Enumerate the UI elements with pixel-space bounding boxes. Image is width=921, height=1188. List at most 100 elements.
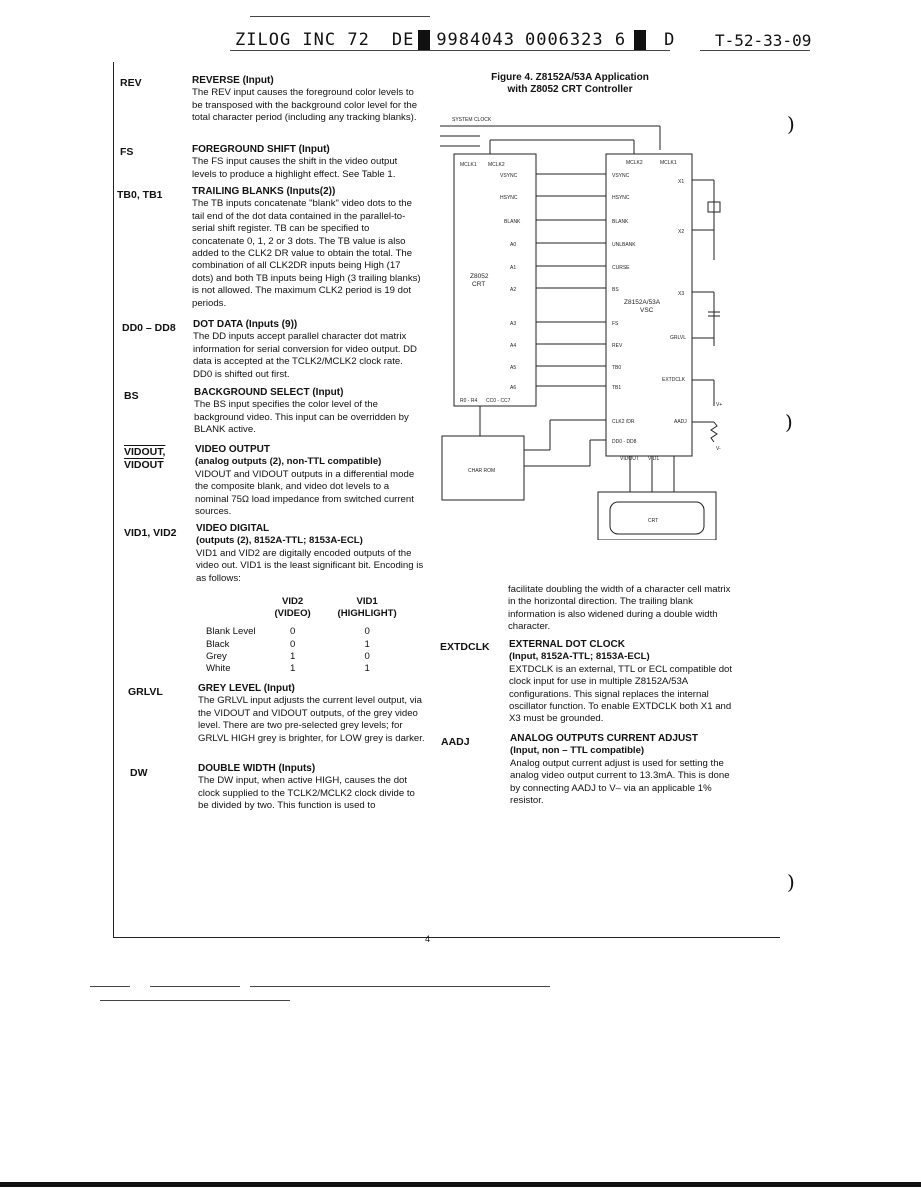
entry-dw-continued: facilitate doubling the width of a chara…: [508, 584, 731, 633]
enc-row-label: Blank Level: [206, 626, 256, 638]
entry-vid-subtitle: (outputs (2), 8152A-TTL; 8153A-ECL): [196, 535, 363, 547]
label-vsc-ulbank: UNLBANK: [612, 242, 636, 248]
entry-grlvl-body: The GRLVL input adjusts the current leve…: [198, 695, 425, 744]
label-crt-a5: A5: [510, 365, 516, 371]
header-rule: [230, 50, 670, 51]
label-vplus: V+: [716, 402, 722, 408]
label-crt-a3: A3: [510, 321, 516, 327]
application-diagram: SYSTEM CLOCK MCLK1 MCLK2 VSYNC HSYNC BLA…: [440, 117, 722, 540]
label-vsc-mclk2: MCLK2: [626, 160, 643, 166]
label-crt-a6: A6: [510, 385, 516, 391]
entry-dw-body: The DW input, when active HIGH, causes t…: [198, 775, 415, 812]
label-vsc-blank: BLANK: [612, 219, 629, 225]
label-vsc-tb1: TB1: [612, 385, 621, 391]
label-crt-a4: A4: [510, 343, 516, 349]
term-tb: TB0, TB1: [117, 189, 163, 201]
entry-rev-title: REVERSE (Input): [192, 75, 274, 86]
enc-row-vid1: 1: [364, 663, 370, 675]
enc-row-vid2: 1: [289, 650, 296, 662]
entry-vid: VIDEO DIGITAL (outputs (2), 8152A-TTL; 8…: [196, 523, 426, 585]
enc-header-vid2: VID2: [281, 596, 304, 607]
enc-header-video: (VIDEO): [274, 608, 311, 620]
label-crt-sub: CRT: [472, 281, 485, 288]
table-row: White 1 1: [200, 663, 411, 675]
term-fs: FS: [120, 146, 134, 158]
entry-vid-title: VIDEO DIGITAL: [196, 523, 270, 534]
table-row: Grey 1 0: [200, 651, 411, 663]
entry-bs-body: The BS input specifies the color level o…: [194, 399, 409, 436]
enc-header-vid1: VID1: [356, 596, 378, 607]
term-vidout-2: VIDOUT: [124, 459, 164, 471]
term-extdclk: EXTDCLK: [440, 641, 490, 653]
entry-tb-title: TRAILING BLANKS (Inputs(2)): [192, 186, 336, 197]
label-crt-tube: CRT: [648, 518, 658, 524]
entry-dw-title: DOUBLE WIDTH (Inputs): [198, 763, 316, 774]
header-code2: 0006323 6: [524, 30, 627, 50]
table-row: Blank Level 0 0: [200, 626, 411, 638]
bottom-scan-edge: [0, 1182, 921, 1187]
term-vidout: VIDOUT, VIDOUT: [124, 446, 194, 472]
enc-header-highlight: (HIGHLIGHT): [337, 608, 397, 620]
entry-fs-title: FOREGROUND SHIFT (Input): [192, 144, 330, 155]
header-doc-code: T-52-33-09: [715, 31, 812, 50]
label-crt-hsync: HSYNC: [500, 195, 518, 201]
entry-grlvl-title: GREY LEVEL (Input): [198, 683, 295, 694]
scan-mark: ): [787, 112, 795, 136]
page-frame: [113, 62, 780, 938]
header-bar-mark-2: [634, 30, 647, 50]
label-crt-cc: CC0 - CC7: [486, 398, 511, 404]
label-x3: X3: [678, 291, 684, 297]
header-company: ZILOG INC 72: [235, 30, 370, 50]
enc-row-vid1: 0: [364, 626, 370, 638]
header-mark: D: [664, 30, 676, 50]
char-rom-box: [441, 435, 525, 501]
enc-row-vid2: 0: [289, 638, 296, 650]
term-rev: REV: [120, 77, 142, 89]
scan-dash: [90, 986, 130, 987]
label-crt-a0: A0: [510, 242, 516, 248]
label-vsc-hsync: HSYNC: [612, 195, 630, 201]
entry-bs: BACKGROUND SELECT (Input) The BS input s…: [194, 387, 424, 437]
entry-aadj: ANALOG OUTPUTS CURRENT ADJUST (Input, no…: [510, 733, 740, 807]
label-vsc-vsync: VSYNC: [612, 173, 630, 179]
scan-mark: ): [785, 410, 793, 434]
scan-mark: ): [787, 870, 795, 894]
scan-dash: [250, 986, 550, 987]
scan-dash: [150, 986, 240, 987]
entry-tb: TRAILING BLANKS (Inputs(2)) The TB input…: [192, 186, 422, 310]
crt-controller-box: [453, 153, 537, 407]
entry-extdclk-subtitle: (Input, 8152A-TTL; 8153A-ECL): [509, 651, 650, 663]
figure-title: Figure 4. Z8152A/53A Application with Z8…: [470, 72, 670, 96]
header-code1: 9984043: [436, 30, 515, 50]
enc-row-vid1: 0: [364, 650, 370, 662]
label-crt-vsync: VSYNC: [500, 173, 518, 179]
entry-rev-body: The REV input causes the foreground colo…: [192, 87, 418, 124]
entry-vidout-subtitle: (analog outputs (2), non-TTL compatible): [195, 456, 382, 468]
label-vsc-fs: FS: [612, 321, 619, 327]
vsc-box: [605, 153, 693, 457]
figure-title-line1: Figure 4. Z8152A/53A Application: [491, 72, 649, 83]
label-crt-mclk1: MCLK1: [460, 162, 477, 168]
label-vsc-dd: DD0 - DD8: [612, 439, 637, 445]
table-row: Black 0 1: [200, 639, 411, 651]
entry-aadj-subtitle: (Input, non – TTL compatible): [510, 745, 645, 757]
label-x1: X1: [678, 179, 684, 185]
entry-vid-body: VID1 and VID2 are digitally encoded outp…: [196, 547, 424, 584]
term-grlvl: GRLVL: [128, 686, 163, 698]
enc-row-vid2: 0: [289, 626, 296, 638]
entry-dd-body: The DD inputs accept parallel character …: [193, 331, 417, 380]
entry-grlvl: GREY LEVEL (Input) The GRLVL input adjus…: [198, 683, 428, 745]
label-vsc-bs: BS: [612, 287, 619, 293]
term-bs: BS: [124, 390, 139, 402]
entry-tb-body: The TB inputs concatenate "blank" video …: [192, 198, 421, 309]
label-crt-a1: A1: [510, 265, 516, 271]
label-crt-ra: R0 - R4: [460, 398, 477, 404]
label-extdclk: EXTDCLK: [662, 377, 686, 383]
enc-row-label: White: [206, 663, 231, 675]
label-grlvl: GRLVL: [670, 335, 686, 341]
crt-display-box: [597, 491, 717, 540]
label-vsc-name: Z8152A/53A: [624, 299, 661, 306]
entry-vidout-body: VIDOUT and VIDOUT outputs in a different…: [195, 468, 415, 518]
label-vsc-clk: CLK2 /DR: [612, 419, 635, 425]
term-aadj: AADJ: [441, 736, 470, 748]
